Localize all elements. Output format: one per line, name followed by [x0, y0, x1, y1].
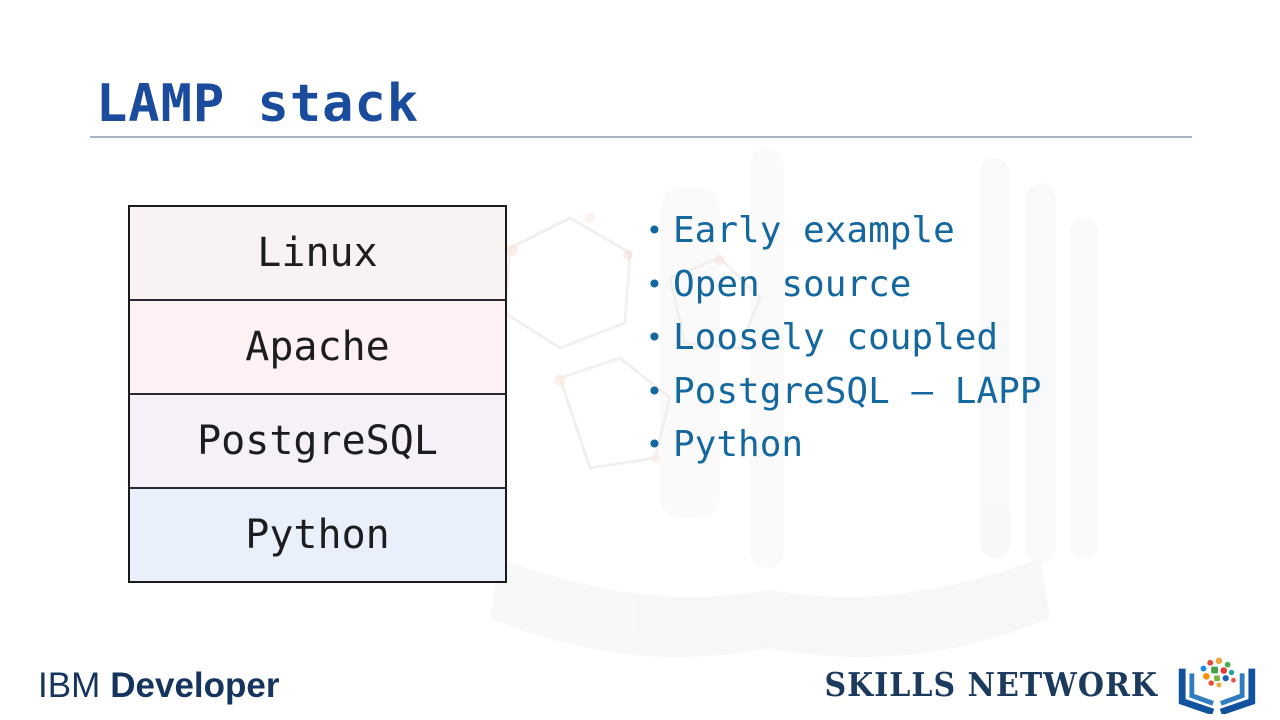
slide-title: LAMP stack [96, 74, 420, 134]
skills-network-logo: SKILLS NETWORK [824, 656, 1260, 714]
bullet-icon: • [646, 428, 663, 462]
bullet-text: Python [673, 424, 804, 466]
skills-network-book-icon [1178, 657, 1256, 714]
skills-network-wordmark: SKILLS NETWORK [824, 666, 1158, 704]
stack-layer-python: Python [130, 489, 505, 581]
list-item: • PostgreSQL – LAPP [646, 365, 1041, 419]
list-item: • Open source [646, 258, 1041, 312]
bullet-text: Open source [673, 263, 912, 305]
list-item: • Python [646, 418, 1041, 472]
list-item: • Loosely coupled [646, 311, 1041, 365]
ibm-wordmark: IBM [38, 666, 101, 705]
slide-bullet-list: • Early example • Open source • Loosely … [646, 204, 1041, 472]
bullet-text: Loosely coupled [673, 317, 999, 359]
bullet-text: PostgreSQL – LAPP [673, 370, 1042, 412]
bullet-icon: • [646, 267, 663, 301]
bullet-text: Early example [673, 210, 955, 252]
stack-layer-apache: Apache [130, 301, 505, 395]
bullet-icon: • [646, 321, 663, 355]
lamp-stack-diagram: Linux Apache PostgreSQL Python [128, 205, 507, 583]
stack-layer-linux: Linux [130, 207, 505, 301]
stack-layer-postgresql: PostgreSQL [130, 395, 505, 489]
developer-wordmark: Developer [110, 666, 280, 705]
list-item: • Early example [646, 204, 1041, 258]
bullet-icon: • [646, 214, 663, 248]
title-underline [90, 136, 1192, 138]
bullet-icon: • [646, 374, 663, 408]
